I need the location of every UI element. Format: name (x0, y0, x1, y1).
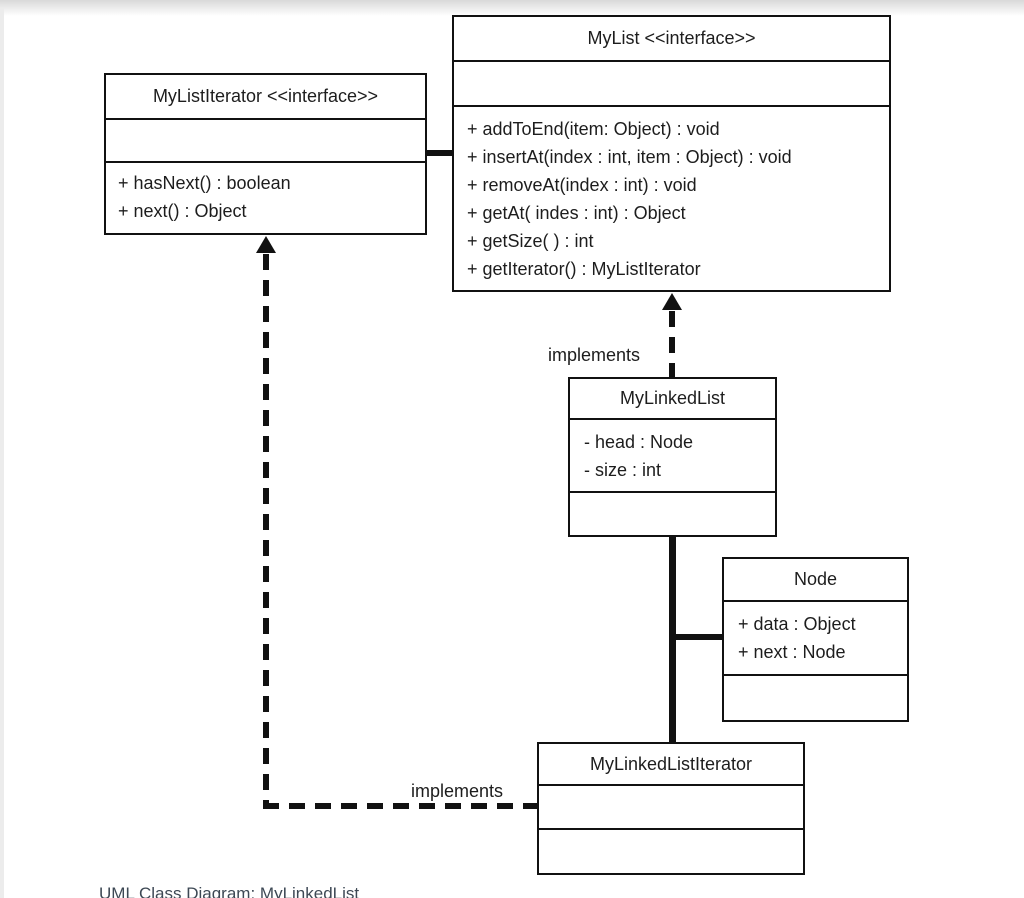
implements-label-mylinkedlistiterator: implements (411, 781, 504, 801)
association-mylinkedlist-node-line (672, 634, 723, 640)
class-member-text: + removeAt(index : int) : void (467, 175, 697, 195)
implements-dashed-line-horizontal (263, 803, 538, 809)
class-member-text: + getSize( ) : int (467, 231, 594, 251)
class-box-mylist: MyList <<interface>> + addToEnd(item: Ob… (452, 15, 891, 292)
class-title-node: Node (724, 559, 907, 602)
class-member-text: + next : Node (738, 642, 846, 662)
class-title-mylistiterator: MyListIterator <<interface>> (106, 75, 425, 120)
class-member-text: + insertAt(index : int, item : Object) :… (467, 147, 792, 167)
class-title-mylist: MyList <<interface>> (454, 17, 889, 62)
class-member-text: + hasNext() : boolean (118, 173, 291, 193)
class-attributes-mylinkedlistiterator (539, 786, 803, 830)
class-title-mylinkedlistiterator: MyLinkedListIterator (539, 744, 803, 786)
class-box-node: Node + data : Object + next : Node (722, 557, 909, 722)
class-member-text: + addToEnd(item: Object) : void (467, 119, 720, 139)
class-attributes-node: + data : Object + next : Node (724, 602, 907, 676)
page-left-edge (0, 8, 4, 898)
class-box-mylinkedlistiterator: MyLinkedListIterator (537, 742, 805, 875)
class-attributes-mylist (454, 62, 889, 107)
class-member-text: - head : Node (584, 432, 694, 452)
implements-dashed-line-vertical (263, 254, 269, 806)
class-title-mylinkedlist: MyLinkedList (570, 379, 775, 420)
class-attributes-mylinkedlist: - head : Node - size : int (570, 420, 775, 493)
class-methods-mylinkedlist (570, 493, 775, 535)
class-member-text: + next() : Object (118, 201, 247, 221)
implements-label-mylinkedlist: implements (548, 345, 641, 365)
class-member-text: - size : int (584, 460, 662, 480)
class-attributes-mylistiterator (106, 120, 425, 163)
class-member-text: + getAt( indes : int) : Object (467, 203, 686, 223)
implements-arrowhead-mylist (662, 293, 682, 310)
class-methods-mylistiterator: + hasNext() : boolean + next() : Object (106, 163, 425, 233)
class-methods-node (724, 676, 907, 720)
page-top-shade (0, 0, 1024, 16)
class-member-text: + getIterator() : MyListIterator (467, 259, 701, 279)
association-mylistiterator-mylist-line (425, 150, 453, 156)
implements-dashed-line-mylinkedlist (669, 311, 675, 378)
class-methods-mylist: + addToEnd(item: Object) : void + insertA… (454, 107, 889, 290)
class-member-text: + data : Object (738, 614, 856, 634)
implements-arrowhead-mylistiterator (256, 236, 276, 253)
class-box-mylistiterator: MyListIterator <<interface>> + hasNext()… (104, 73, 427, 235)
diagram-caption: UML Class Diagram: MyLinkedList (99, 884, 360, 898)
class-methods-mylinkedlistiterator (539, 830, 803, 873)
class-box-mylinkedlist: MyLinkedList - head : Node - size : int (568, 377, 777, 537)
